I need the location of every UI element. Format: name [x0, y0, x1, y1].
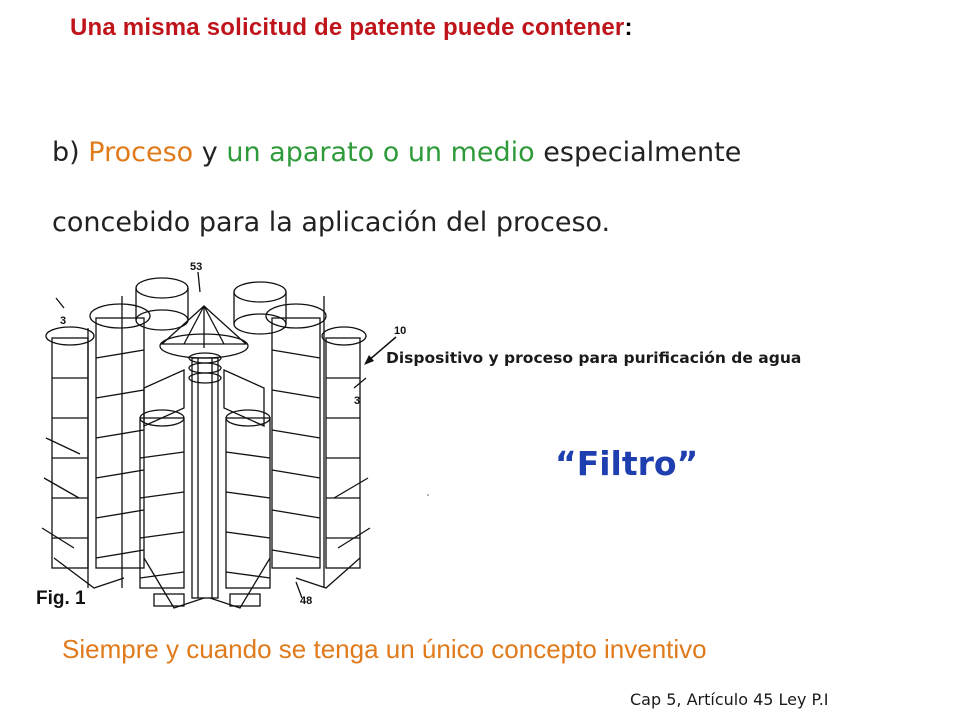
figure-caption: Fig. 1 — [36, 588, 86, 609]
item-prefix: b) — [52, 137, 80, 168]
callout-label-10: 10 — [394, 325, 407, 337]
connector: y — [201, 137, 218, 168]
slide-title-colon: : — [624, 14, 633, 41]
filter-apparatus-drawing: 53 3 3 48 Fig. 1 — [36, 261, 371, 609]
body-line-1: b) Proceso y un aparato o un medio espec… — [52, 118, 912, 188]
callout-arrow-icon — [364, 336, 397, 365]
term-process: Proceso — [88, 137, 194, 168]
patent-figure: 53 3 3 48 Fig. 1 — [34, 258, 374, 624]
body-paragraph: b) Proceso y un aparato o un medio espec… — [52, 118, 912, 258]
label-48: 48 — [300, 595, 312, 607]
slide-title: Una misma solicitud de patente puede con… — [70, 14, 890, 42]
label-53: 53 — [190, 261, 202, 273]
body-line-2: concebido para la aplicación del proceso… — [52, 207, 611, 238]
stray-dot — [427, 494, 429, 496]
term-apparatus: un aparato o un medio — [226, 137, 535, 168]
line1-rest: especialmente — [543, 137, 742, 168]
device-caption: Dispositivo y proceso para purificación … — [386, 349, 802, 367]
label-3-left: 3 — [60, 315, 66, 327]
slide-title-text: Una misma solicitud de patente puede con… — [70, 14, 625, 41]
condition-note: Siempre y cuando se tenga un único conce… — [62, 634, 707, 664]
label-3-right: 3 — [354, 395, 360, 407]
filtro-highlight: “Filtro” — [555, 444, 699, 483]
legal-citation: Cap 5, Artículo 45 Ley P.I — [630, 690, 829, 709]
